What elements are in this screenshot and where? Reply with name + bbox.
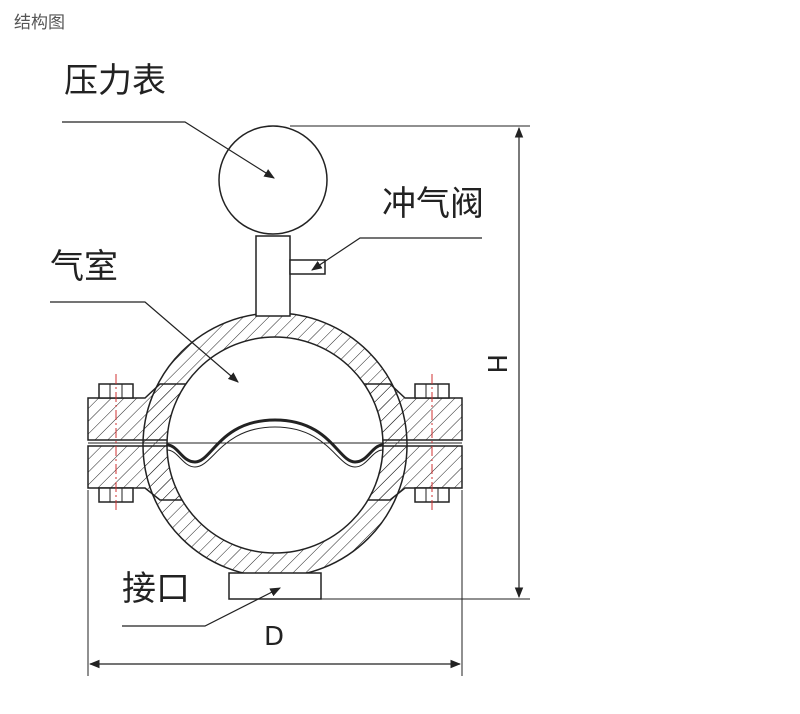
label-inflation-valve: 冲气阀 bbox=[382, 184, 484, 224]
label-dimension-d: D bbox=[264, 622, 284, 652]
inflation-valve-nozzle bbox=[289, 259, 326, 275]
leader-air-chamber bbox=[50, 301, 239, 383]
bottom-connector bbox=[228, 572, 322, 600]
label-dimension-h: H bbox=[481, 354, 511, 374]
air-chamber-membrane bbox=[166, 418, 384, 464]
leader-connector bbox=[122, 587, 281, 627]
inner-bore bbox=[166, 336, 384, 554]
label-pressure-gauge: 压力表 bbox=[64, 61, 166, 101]
gauge-stem bbox=[255, 235, 291, 317]
pressure-gauge-dial bbox=[218, 125, 328, 235]
leader-pressure-gauge bbox=[62, 121, 275, 179]
label-connector: 接口 bbox=[122, 569, 190, 609]
air-chamber-membrane-inner bbox=[166, 426, 384, 468]
leader-inflation-valve bbox=[311, 237, 482, 271]
page-title: 结构图 bbox=[14, 13, 65, 33]
label-air-chamber: 气室 bbox=[50, 247, 118, 287]
